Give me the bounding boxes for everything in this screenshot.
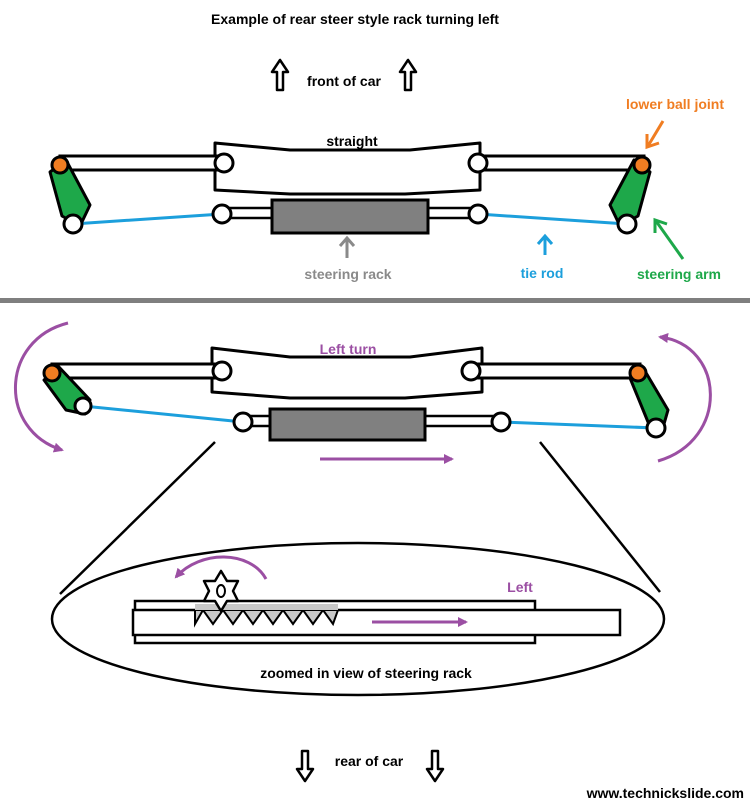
front-indicator: front of car [270, 58, 418, 92]
rack-teeth [194, 608, 340, 628]
up-arrow-icon [398, 58, 418, 92]
left-turn-assembly [42, 346, 670, 442]
right-tie-rod [477, 212, 628, 226]
turn-left-rack-end [232, 411, 254, 433]
straight-assembly [48, 141, 652, 235]
straight-label: straight [326, 133, 378, 149]
turn-left-arm-pivot [211, 360, 233, 382]
turn-right-tie-rod-end [645, 417, 667, 439]
steering-arm-pointer-arrow [653, 217, 685, 260]
up-arrow-icon [270, 58, 290, 92]
pinion-rotation-arrow [174, 555, 268, 580]
down-arrow-icon [295, 749, 315, 783]
tie-rod-label: tie rod [521, 265, 564, 281]
turn-left-control-arm [50, 362, 224, 380]
turn-left-tie-rod [82, 404, 244, 424]
left-wheel-rotation-arrow [14, 321, 69, 453]
zoom-caption: zoomed in view of steering rack [260, 665, 472, 681]
turn-right-control-arm [470, 362, 642, 380]
zoom-left-label: Left [507, 579, 533, 595]
steering-rack-housing [270, 198, 430, 235]
tie-rod-pointer-arrow [536, 233, 554, 255]
ball-joint-pointer-arrow [645, 120, 665, 150]
turn-left-ball-joint [42, 363, 62, 383]
right-arm-pivot [467, 152, 489, 174]
down-arrow-icon [425, 749, 445, 783]
panel-divider [0, 298, 750, 303]
left-rack-end [211, 203, 233, 225]
turn-left-tie-rod-end [73, 396, 93, 416]
turn-right-tie-rod [500, 420, 657, 430]
turn-steering-rack-housing [268, 407, 427, 442]
left-tie-rod [72, 212, 223, 226]
zoom-line-left [59, 441, 216, 595]
website-watermark: www.technickslide.com [586, 785, 744, 801]
right-control-arm [476, 154, 646, 172]
zoom-line-right [539, 441, 661, 593]
right-ball-joint [632, 155, 652, 175]
cross-member [213, 141, 482, 196]
steering-rack-pointer-arrow [338, 235, 356, 258]
left-arm-pivot [213, 152, 235, 174]
rear-indicator: rear of car [295, 749, 445, 783]
rack-teeth-band [195, 604, 338, 610]
steering-arm-label: steering arm [637, 266, 721, 282]
right-rack-end [467, 203, 489, 225]
front-of-car-label: front of car [307, 73, 381, 89]
lower-ball-joint-label: lower ball joint [626, 96, 724, 112]
steering-rack-label: steering rack [304, 266, 391, 282]
right-tie-rod-end [616, 213, 638, 235]
rear-of-car-label: rear of car [335, 753, 404, 769]
left-ball-joint [50, 155, 70, 175]
diagram-title: Example of rear steer style rack turning… [211, 11, 499, 27]
left-tie-rod-end [62, 213, 84, 235]
turn-right-arm-pivot [460, 360, 482, 382]
gear-icon [202, 569, 240, 613]
right-wheel-rotation-arrow [657, 333, 712, 463]
turn-right-rack-end [490, 411, 512, 433]
turn-right-ball-joint [628, 363, 648, 383]
left-turn-label: Left turn [320, 341, 377, 357]
turn-cross-member [210, 346, 484, 400]
left-control-arm [58, 154, 226, 172]
